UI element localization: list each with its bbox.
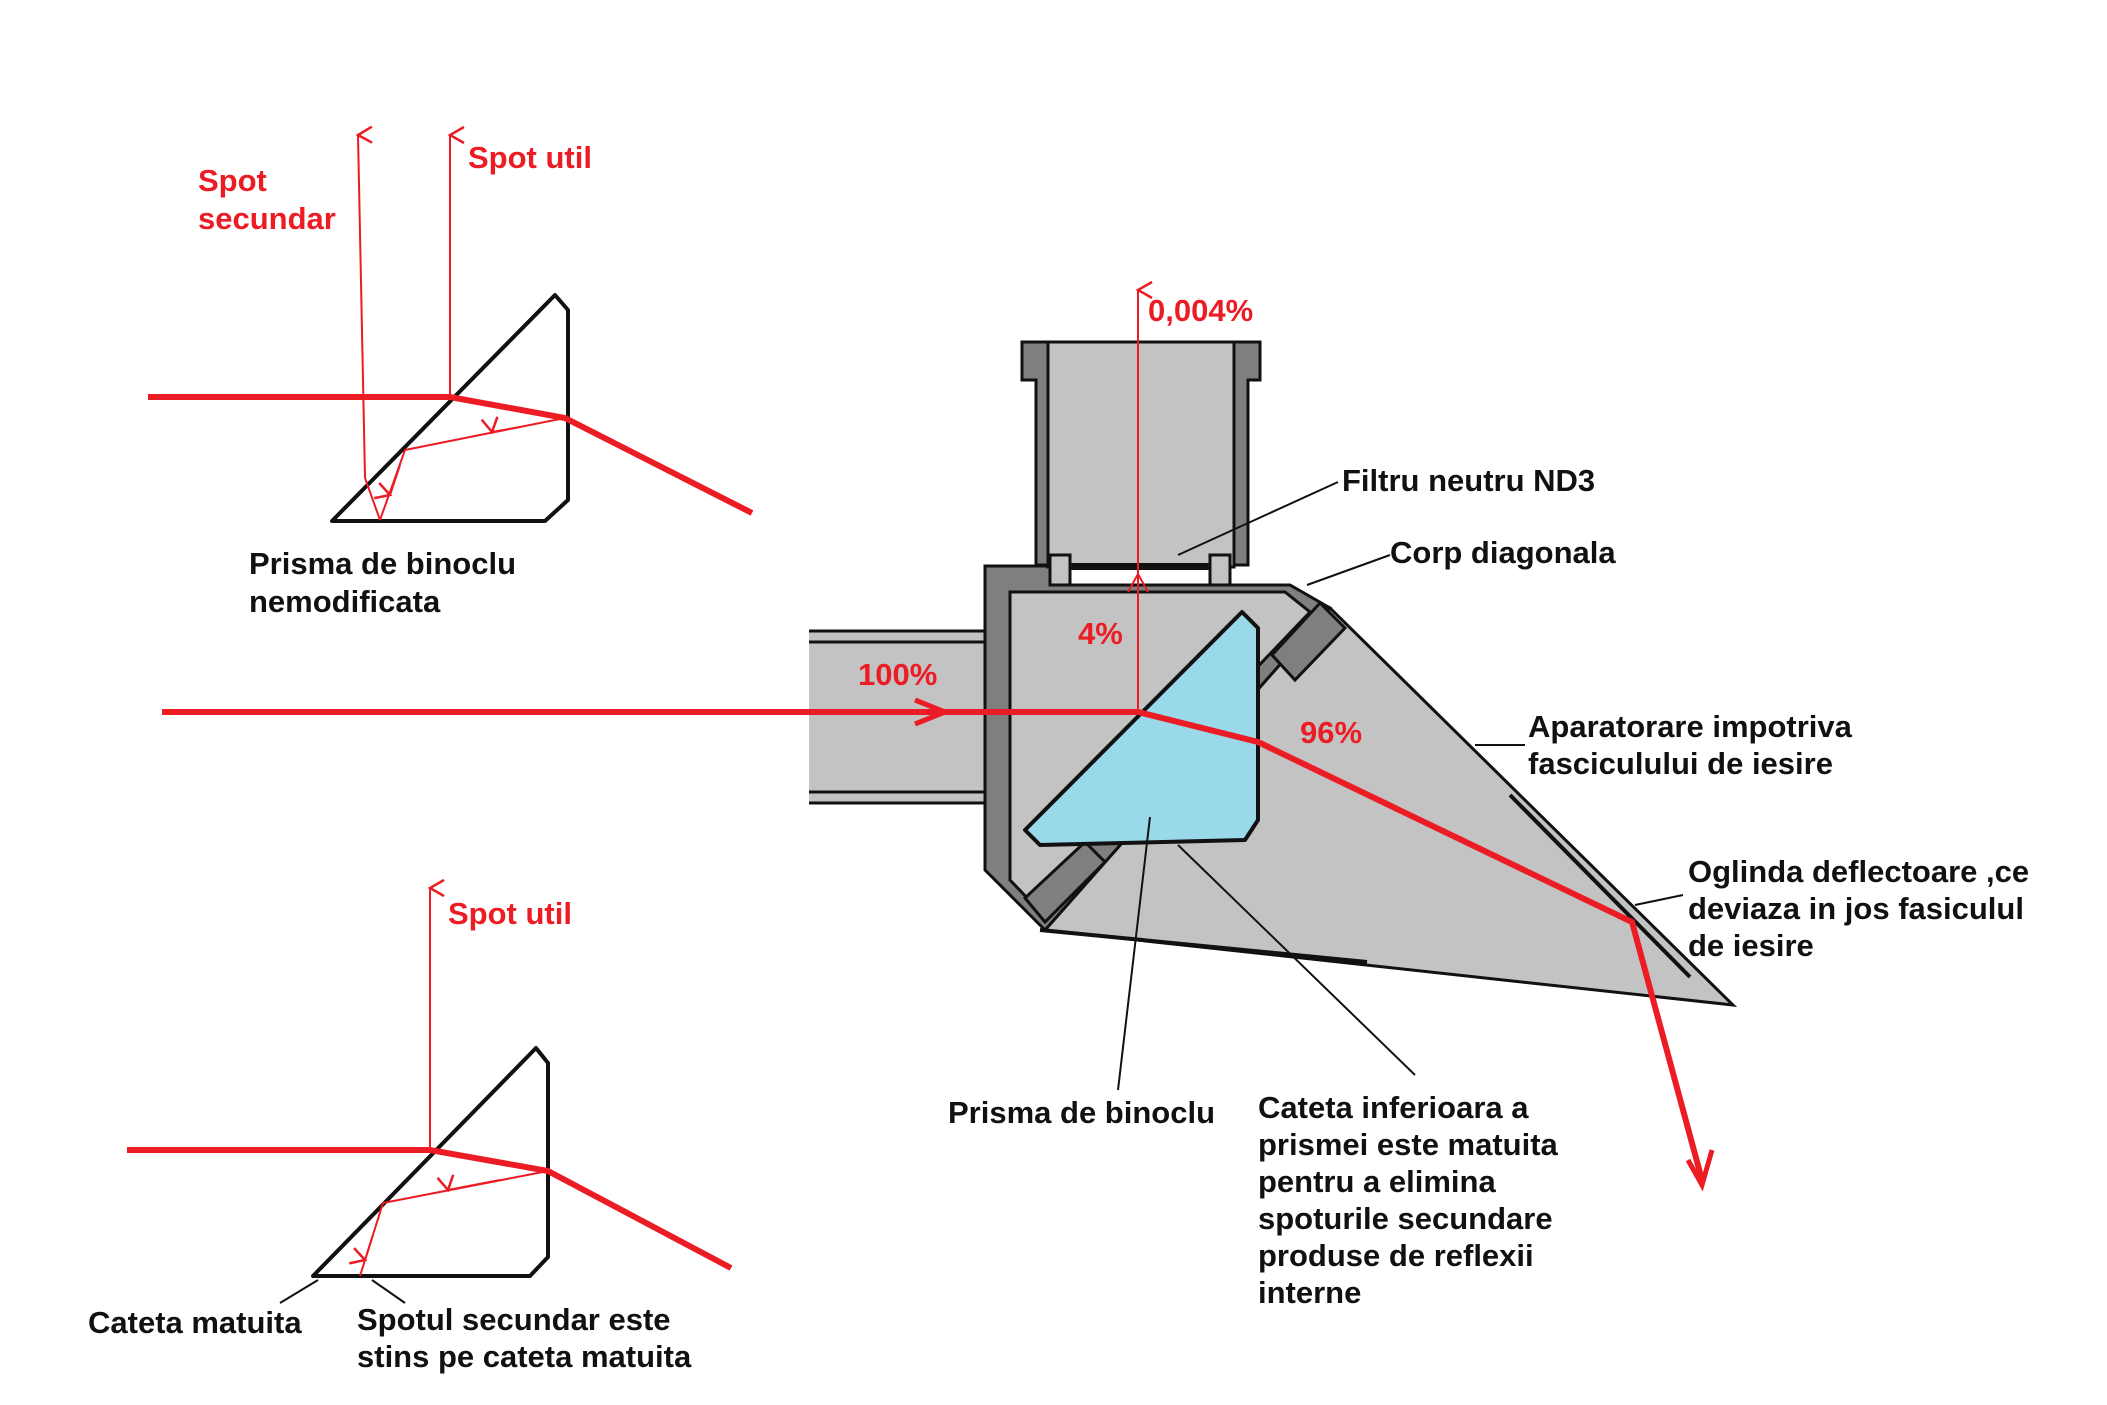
leader-filtru [1177, 481, 1339, 556]
input-beam-bottom [127, 1147, 733, 1271]
secondary-spot-ray-up [358, 135, 365, 479]
frosted-plate-bottom [1039, 928, 1368, 964]
main-labels: 100% 4% 0,004% 96% Filtru neutru ND3 Cor… [858, 293, 2038, 1310]
label-100-percent: 100% [858, 657, 937, 692]
filter-clamp-left [1048, 553, 1072, 587]
unmodified-prism [330, 293, 570, 523]
label-spot-util-top: Spot util [468, 140, 592, 175]
diagonal-body-group [809, 340, 1738, 1007]
leader-prisma [1117, 816, 1151, 1091]
shroud-shield-line [1508, 793, 1692, 979]
filter-clamp-right [1208, 553, 1232, 587]
label-prisma-nemodificata: Prisma de binoclu nemodificata [249, 546, 525, 619]
label-filtru-nd3: Filtru neutru ND3 [1342, 463, 1595, 498]
secondary-spot-ray [364, 477, 381, 521]
internal-reflection-arrow-3 [448, 1180, 501, 1190]
binocular-prism [1023, 610, 1260, 847]
label-oglinda: Oglinda deflectoare ,ce deviaza in jos f… [1688, 854, 2038, 963]
label-spot-secundar: Spot secundar [198, 163, 336, 236]
internal-reflection-arrow-2 [390, 464, 401, 495]
leader-oglinda [1634, 894, 1684, 906]
leader-lines [1117, 481, 1684, 1091]
unmodified-prism-group: Spot secundar Spot util Prisma de binocl… [148, 135, 754, 619]
label-spotul-secundar: Spotul secundar este stins pe cateta mat… [357, 1302, 692, 1374]
eyepiece-bore [1046, 340, 1236, 569]
frosted-prism-group: Spot util Cateta matuita Spotul secundar… [88, 888, 733, 1374]
label-0004-percent: 0,004% [1148, 293, 1253, 328]
label-corp-diagonala: Corp diagonala [1390, 535, 1616, 570]
label-4-percent: 4% [1078, 616, 1123, 651]
leader-cateta [279, 1279, 319, 1304]
input-beam-top [148, 394, 754, 516]
internal-reflection-arrow-4 [365, 1234, 374, 1260]
nd3-filter [1058, 563, 1222, 570]
output-beam-arrowhead [1685, 1149, 1715, 1192]
main-beams [162, 290, 1715, 1192]
label-prisma-binoclu: Prisma de binoclu [948, 1095, 1215, 1130]
input-beam-arrowhead [914, 697, 952, 727]
reflected-beam-4-arrow [1127, 571, 1149, 593]
transmitted-beam-96 [1137, 709, 1705, 1181]
label-cateta-matuita: Cateta matuita [88, 1305, 302, 1340]
diagonal-wall-lower [1022, 839, 1108, 925]
label-spot-util-bottom: Spot util [448, 896, 572, 931]
label-aparatoare: Aparatorare impotriva fasciculului de ie… [1528, 709, 1861, 781]
leader-corp [1306, 554, 1391, 586]
label-96-percent: 96% [1300, 715, 1362, 750]
label-cateta-inferioara: Cateta inferioara a prismei este matuita… [1258, 1090, 1566, 1310]
internal-reflection-arrow-1 [492, 427, 521, 432]
diagonal-wall-upper [1269, 600, 1348, 683]
frosted-prism [311, 1046, 550, 1278]
leader-cateta-inf [1177, 844, 1416, 1076]
leader-spotul [371, 1279, 406, 1304]
